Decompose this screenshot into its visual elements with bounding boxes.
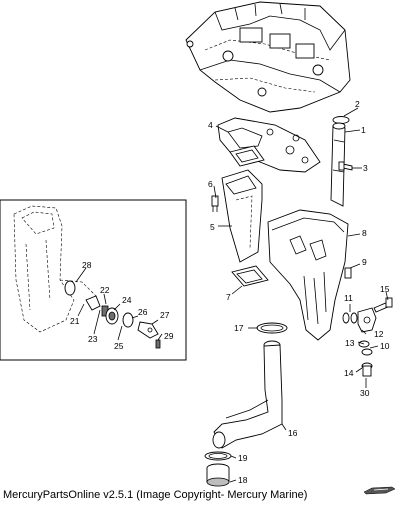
leader-lines bbox=[75, 107, 389, 483]
callout-25: 25 bbox=[114, 341, 124, 351]
callout-18: 18 bbox=[238, 475, 248, 485]
callout-3: 3 bbox=[363, 163, 368, 173]
fitting-bolt bbox=[373, 297, 393, 313]
square-seal bbox=[229, 145, 265, 167]
washer bbox=[361, 348, 373, 356]
exhaust-pipe bbox=[212, 340, 283, 449]
callout-labels: 2 1 3 4 6 5 7 8 9 11 15 12 13 10 14 30 1… bbox=[70, 99, 390, 485]
callout-15: 15 bbox=[380, 284, 390, 294]
callout-11: 11 bbox=[344, 293, 353, 303]
callout-13: 13 bbox=[345, 338, 355, 348]
inset-detail-box bbox=[0, 199, 187, 361]
callout-16: 16 bbox=[288, 428, 298, 438]
tube-bolt bbox=[338, 161, 353, 171]
callout-2: 2 bbox=[355, 99, 360, 109]
elbow-fitting bbox=[342, 307, 377, 333]
mercury-logo-icon bbox=[363, 486, 396, 495]
callout-14: 14 bbox=[344, 368, 354, 378]
callout-26: 26 bbox=[138, 307, 148, 317]
callout-6: 6 bbox=[208, 179, 213, 189]
callout-10: 10 bbox=[380, 341, 390, 351]
seal-ring bbox=[204, 451, 232, 461]
callout-4: 4 bbox=[208, 120, 213, 130]
engine-block bbox=[185, 1, 351, 113]
exhaust-bolt bbox=[211, 195, 219, 212]
callout-21: 21 bbox=[70, 316, 80, 326]
callout-1: 1 bbox=[361, 125, 366, 135]
adapter-plate bbox=[267, 209, 349, 341]
callout-17: 17 bbox=[234, 323, 244, 333]
rectangular-seal bbox=[231, 265, 269, 287]
callout-5: 5 bbox=[210, 222, 215, 232]
callout-12: 12 bbox=[374, 329, 384, 339]
bushing bbox=[206, 463, 230, 487]
callout-27: 27 bbox=[160, 310, 170, 320]
callout-30: 30 bbox=[360, 388, 370, 398]
callout-23: 23 bbox=[88, 334, 98, 344]
callout-19: 19 bbox=[238, 453, 248, 463]
callout-28: 28 bbox=[82, 260, 92, 270]
callout-24: 24 bbox=[122, 295, 132, 305]
callout-7: 7 bbox=[226, 292, 231, 302]
o-ring-large bbox=[256, 322, 288, 334]
copyright-footer: MercuryPartsOnline v2.5.1 (Image Copyrig… bbox=[3, 489, 308, 501]
callout-29: 29 bbox=[164, 331, 174, 341]
exhaust-tube bbox=[221, 169, 263, 263]
water-tube bbox=[330, 116, 350, 207]
plug bbox=[361, 362, 373, 377]
callout-8: 8 bbox=[362, 228, 367, 238]
adapter-bolt bbox=[344, 267, 352, 279]
gasket bbox=[217, 117, 321, 173]
callout-9: 9 bbox=[362, 257, 367, 267]
callout-22: 22 bbox=[100, 285, 110, 295]
